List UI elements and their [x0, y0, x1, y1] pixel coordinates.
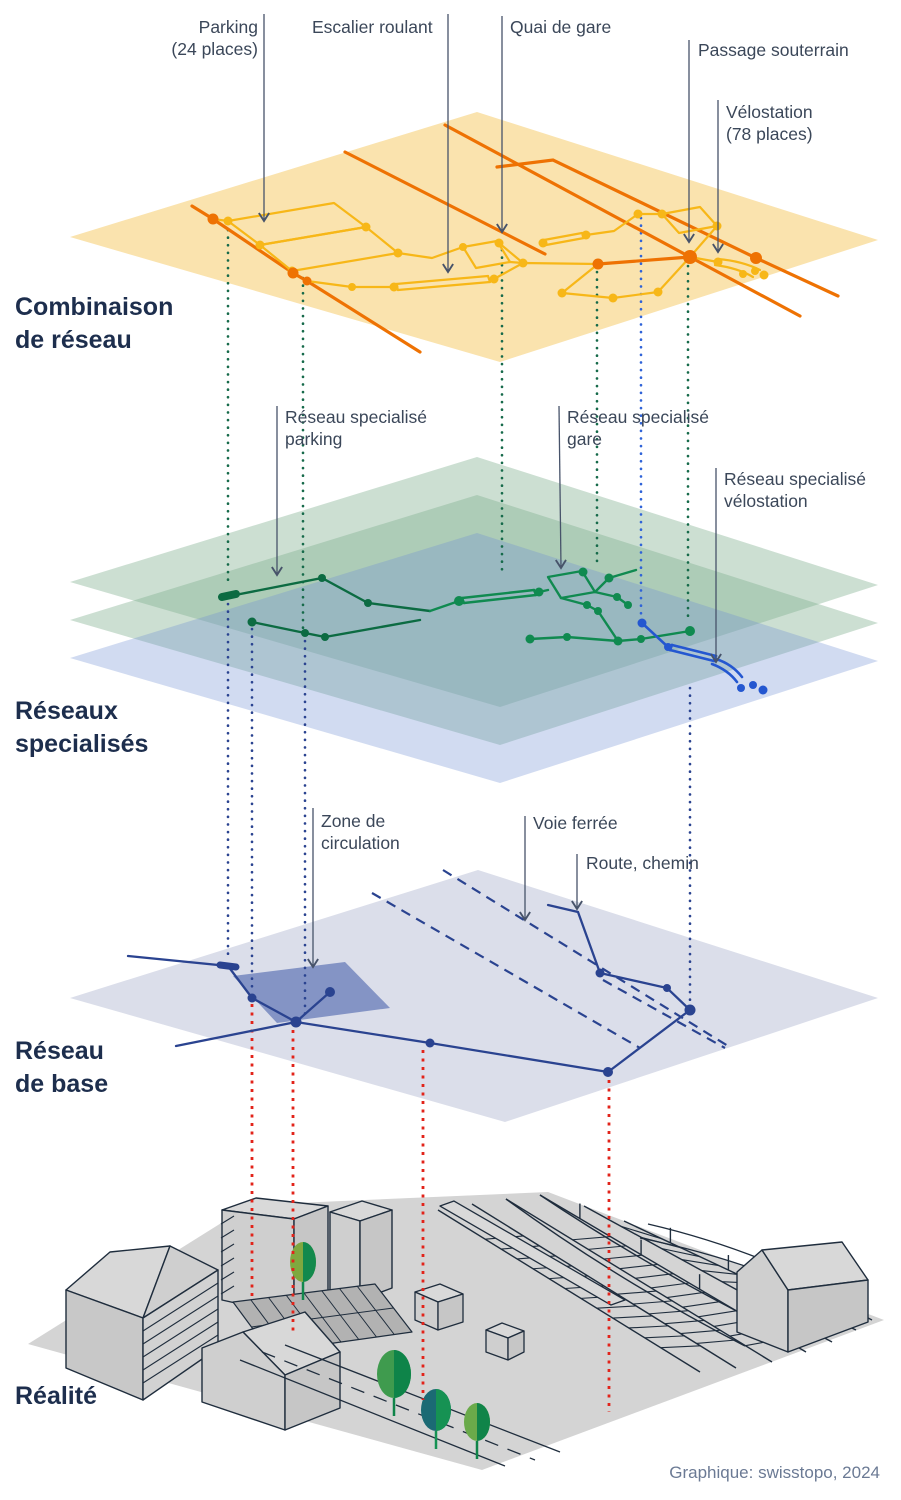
station-specialized-network	[428, 568, 692, 643]
building-right-house	[736, 1241, 869, 1353]
label-platform: Quai de gare	[510, 17, 612, 37]
label-bike-station: Vélostation (78 places)	[726, 102, 813, 145]
bike-specialized-network	[640, 621, 744, 684]
section-label-combined: Combinaison de réseau	[15, 293, 174, 354]
base-plane	[70, 870, 878, 1122]
reality-scene	[28, 1192, 884, 1470]
specialized-planes	[70, 457, 878, 783]
base-road-nodes	[247, 968, 696, 1077]
label-circulation-zone: Zone de circulation	[321, 811, 400, 854]
building-left-house	[65, 1245, 219, 1401]
building-annex	[414, 1283, 464, 1331]
label-network-parking: Réseau specialisé parking	[285, 407, 428, 450]
combined-road-nodes	[207, 213, 762, 286]
guides-green	[226, 228, 690, 630]
parking-specialized-nodes	[247, 574, 372, 641]
leader-network-station	[559, 405, 561, 568]
guides-navy	[226, 602, 692, 1016]
station-specialized-nodes	[454, 567, 695, 646]
label-underpass: Passage souterrain	[698, 40, 849, 60]
bike-plane	[70, 533, 878, 783]
label-parking: Parking (24 places)	[171, 17, 258, 60]
combined-plane	[70, 112, 878, 362]
guides-red	[250, 1004, 611, 1412]
parking-plane	[70, 457, 878, 707]
bike-specialized-nodes	[637, 618, 768, 695]
label-railway: Voie ferrée	[533, 813, 618, 833]
building-mid	[329, 1200, 393, 1301]
section-label-specialized: Réseaux specialisés	[15, 697, 149, 758]
building-hut	[485, 1322, 525, 1361]
label-network-bike: Réseau specialisé vélostation	[724, 469, 867, 512]
credit-text: Graphique: swisstopo, 2024	[669, 1463, 880, 1482]
building-gabled-house	[201, 1311, 341, 1431]
section-label-base: Réseau de base	[15, 1037, 109, 1098]
label-road: Route, chemin	[586, 853, 699, 873]
label-escalator: Escalier roulant	[312, 17, 433, 37]
station-plane	[70, 495, 878, 745]
label-network-station: Réseau specialisé gare	[567, 407, 710, 450]
trees	[290, 1242, 490, 1459]
platform-roof	[439, 1200, 626, 1306]
section-label-reality: Réalité	[15, 1382, 97, 1410]
leader-lines	[264, 14, 718, 967]
